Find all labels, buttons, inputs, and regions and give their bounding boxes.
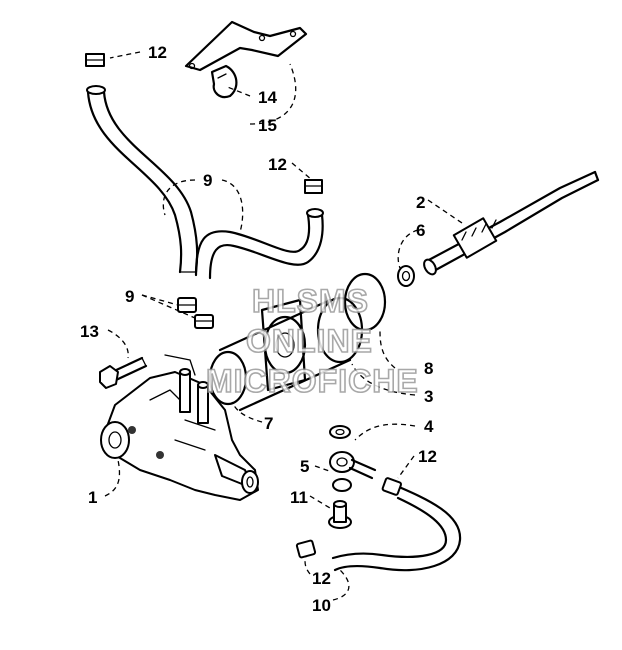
callout-label: 8 bbox=[424, 359, 433, 378]
hose-9-middle bbox=[194, 208, 324, 280]
callout-label: 13 bbox=[80, 322, 99, 341]
callout-label: 6 bbox=[416, 221, 425, 240]
clamp-icon bbox=[194, 314, 214, 329]
housing-icon bbox=[218, 296, 364, 412]
gear-shaft-icon bbox=[423, 170, 600, 276]
callout-label: 14 bbox=[258, 88, 277, 107]
callout-label: 3 bbox=[424, 387, 433, 406]
callout-label: 12 bbox=[312, 569, 331, 588]
callout-label: 10 bbox=[312, 596, 331, 615]
callout-labels: 12 14 15 9 12 2 6 9 13 8 3 7 4 5 12 1 11… bbox=[80, 43, 437, 615]
watermark-line-3: MICROFICHE bbox=[206, 363, 419, 399]
callout-label: 9 bbox=[125, 287, 134, 306]
banjo-bolt-icon bbox=[328, 500, 352, 529]
watermark-line-1: HLSMS bbox=[252, 283, 369, 319]
callout-label: 5 bbox=[300, 457, 309, 476]
clamp-icon bbox=[295, 539, 317, 559]
callout-label: 12 bbox=[268, 155, 287, 174]
hose-10 bbox=[331, 477, 462, 572]
callout-label: 11 bbox=[290, 488, 308, 507]
oil-pump-icon bbox=[100, 354, 259, 501]
watermark: HLSMS ONLINE MICROFICHE bbox=[205, 282, 419, 400]
leader-lines bbox=[104, 51, 466, 601]
callout-label: 12 bbox=[148, 43, 167, 62]
hose-9-upper bbox=[86, 85, 199, 274]
callout-label: 9 bbox=[203, 171, 212, 190]
callout-label: 15 bbox=[258, 116, 277, 135]
callout-label: 12 bbox=[418, 447, 437, 466]
clamp-icon bbox=[85, 53, 105, 67]
callout-label: 1 bbox=[88, 488, 97, 507]
bracket-icon bbox=[184, 20, 308, 72]
callout-label: 4 bbox=[424, 417, 434, 436]
callout-label: 2 bbox=[416, 193, 425, 212]
watermark-line-2: ONLINE bbox=[246, 323, 373, 359]
gasket-icon bbox=[343, 272, 387, 332]
callout-label: 7 bbox=[264, 414, 273, 433]
washer-icon bbox=[397, 265, 415, 287]
banjo-fitting-icon bbox=[329, 425, 377, 492]
bolt-icon bbox=[99, 356, 148, 389]
clamp-icon bbox=[177, 297, 197, 313]
clip-icon bbox=[210, 64, 238, 99]
clamp-icon bbox=[304, 179, 323, 194]
o-ring-icon bbox=[208, 350, 248, 406]
